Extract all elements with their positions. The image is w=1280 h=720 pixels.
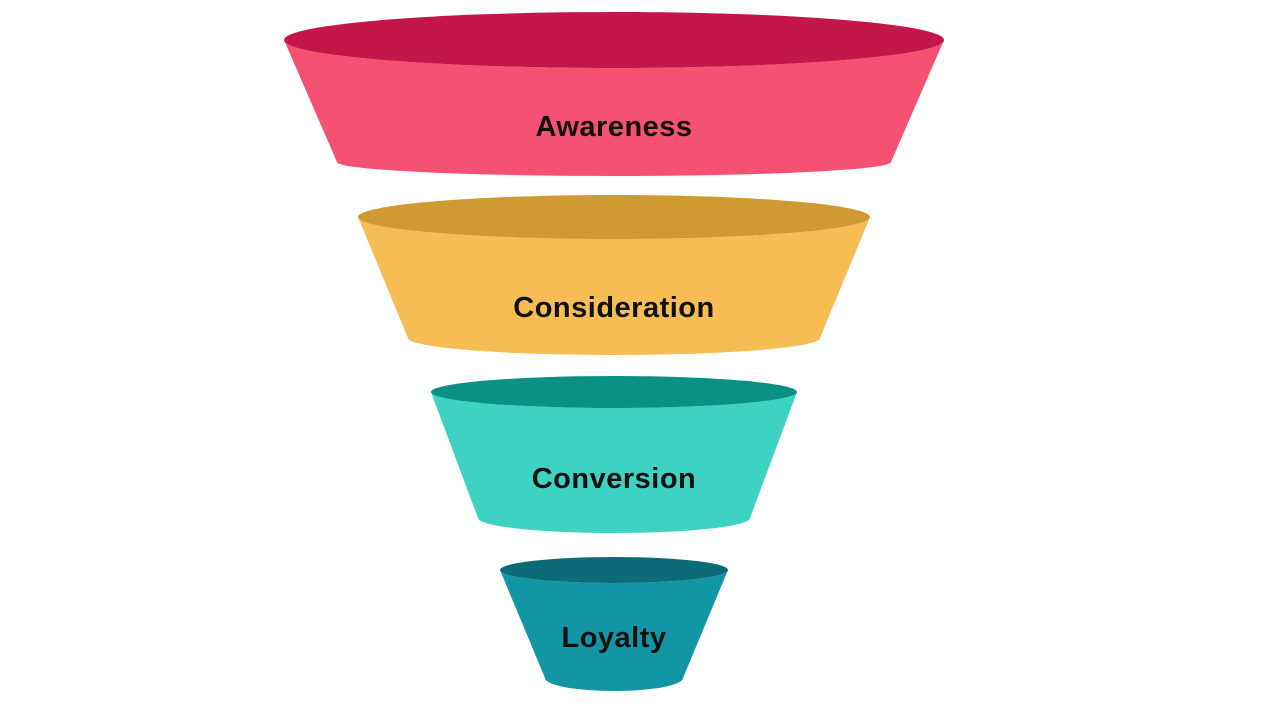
funnel-stage-loyalty: Loyalty (500, 557, 728, 691)
funnel-stage-conversion-label: Conversion (532, 463, 697, 495)
funnel-stage-consideration-body (358, 217, 870, 355)
funnel-stage-conversion-top (431, 376, 797, 408)
funnel-stage-consideration-label: Consideration (513, 292, 714, 324)
funnel-stage-awareness-body (284, 40, 944, 176)
funnel-stage-loyalty-body (500, 570, 728, 691)
funnel-stage-conversion-body (431, 392, 797, 533)
funnel-stage-consideration-top (358, 195, 870, 239)
funnel-stage-awareness-top (284, 12, 944, 68)
funnel-stage-loyalty-label: Loyalty (561, 622, 666, 654)
funnel-stage-awareness-label: Awareness (535, 111, 692, 143)
funnel-stage-loyalty-top (500, 557, 728, 583)
funnel-stage-conversion: Conversion (431, 376, 797, 533)
funnel-stage-consideration: Consideration (358, 195, 870, 355)
funnel-stage-awareness: Awareness (284, 12, 944, 176)
